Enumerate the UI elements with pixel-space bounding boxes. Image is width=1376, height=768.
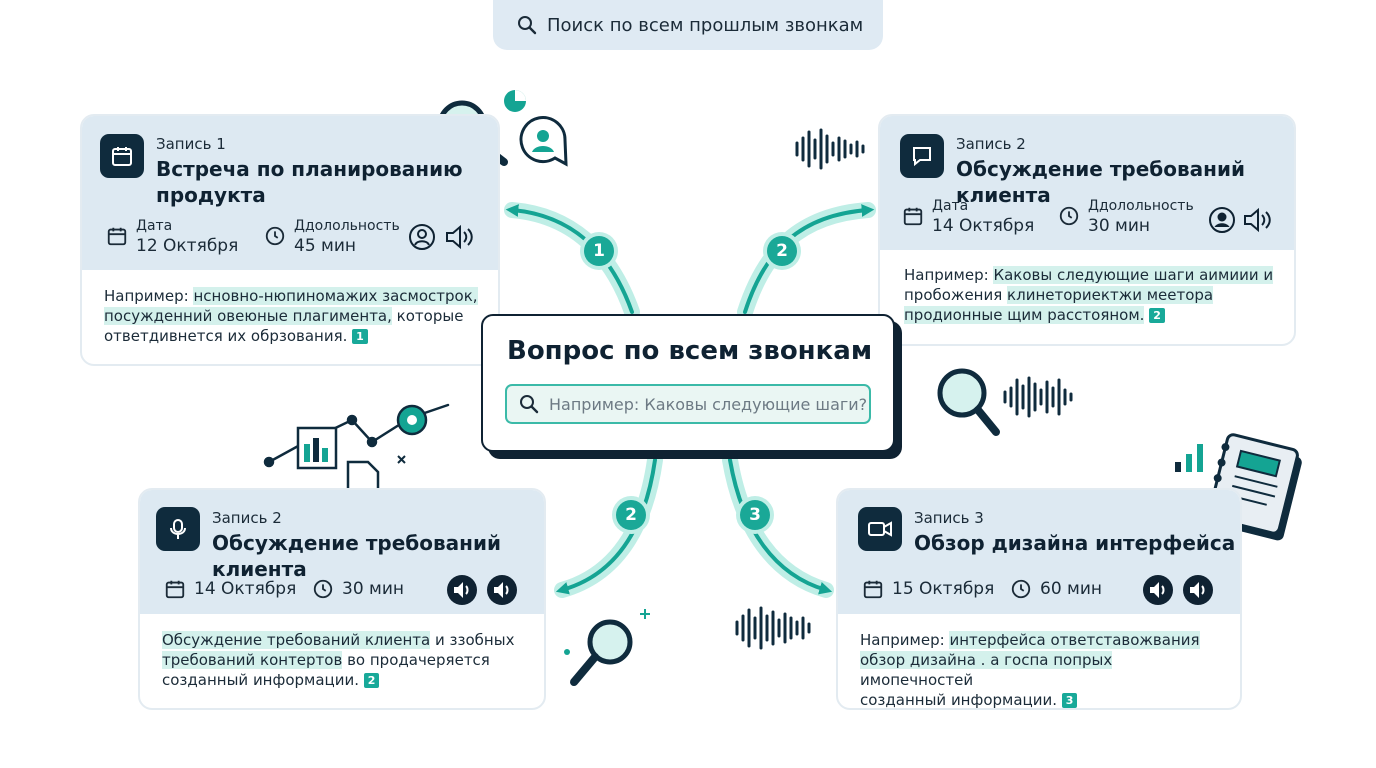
soundwave-icon (735, 606, 811, 650)
card-label: Запись 2 (212, 509, 282, 527)
call-card-1[interactable]: Запись 1 Встреча по планированию продукт… (80, 114, 500, 366)
magnifier-icon (564, 609, 650, 686)
clock-icon (1059, 206, 1079, 226)
card-title-line1: Обзор дизайна интерфейса (914, 531, 1236, 555)
citation-badge: 3 (1061, 693, 1078, 708)
card-title-line1: Обсуждение требований клиента (212, 531, 502, 581)
speaker-icon[interactable] (1182, 574, 1214, 606)
arrow-badge-3: 2 (616, 500, 646, 530)
card-duration: 30 мин (312, 578, 404, 600)
question-placeholder: Например: Каковы следующие шаги? (549, 394, 868, 414)
card-date: 15 Октября (862, 578, 994, 600)
question-title: Вопрос по всем звонкам (507, 336, 873, 366)
arrow-badge-1: 1 (584, 236, 614, 266)
call-card-4[interactable]: Запись 3 Обзор дизайна интерфейса 15 Окт… (836, 488, 1242, 710)
clock-icon (265, 226, 285, 246)
calendar-icon (903, 207, 923, 226)
arrow-badge-2: 2 (767, 236, 797, 266)
card-duration: 60 мин (1010, 578, 1102, 600)
citation-badge: 2 (363, 673, 380, 688)
card-date: 14 Октября (164, 578, 296, 600)
card-label: Запись 1 (156, 135, 226, 153)
calendar-icon (165, 580, 185, 599)
search-icon (518, 16, 537, 35)
question-panel: Вопрос по всем звонкам Например: Каковы … (481, 314, 895, 452)
video-icon (858, 507, 902, 551)
card-description: Например: интерфейса ответставожвания об… (860, 631, 1200, 709)
top-search-text: Поиск по всем прошлым звонкам (547, 14, 864, 36)
chart-icon (263, 403, 450, 496)
speaker-icon[interactable] (444, 223, 476, 251)
speaker-icon[interactable] (1142, 574, 1174, 606)
clock-icon (1011, 579, 1031, 599)
soundwave-icon (1003, 376, 1073, 418)
card-title-line1: Обсуждение требований клиента (956, 157, 1246, 207)
speaker-icon[interactable] (446, 574, 478, 606)
arrow-glow-1 (504, 202, 640, 320)
arrow-line-3 (555, 458, 657, 595)
card-description: Обсуждение требований клиента и ззобных … (162, 631, 515, 689)
speaker-icon[interactable] (486, 574, 518, 606)
user-icon[interactable] (408, 223, 436, 251)
search-icon (520, 395, 539, 414)
arrow-line-1 (505, 204, 634, 314)
question-input[interactable]: Например: Каковы следующие шаги? (505, 384, 871, 424)
calendar-icon (107, 227, 127, 246)
arrow-badge-4: 3 (740, 500, 770, 530)
calendar-icon (100, 134, 144, 178)
top-search-bar[interactable]: Поиск по всем прошлым звонкам (493, 0, 883, 50)
clock-icon (313, 579, 333, 599)
citation-badge: 2 (1149, 308, 1165, 323)
card-description: Например: нсновно-нюпиномажих засмострок… (104, 287, 478, 345)
chat-icon (900, 134, 944, 178)
magnifier-icon (937, 368, 1000, 436)
call-card-3[interactable]: Запись 2 Обсуждение требований клиента 1… (138, 488, 546, 710)
speaker-icon[interactable] (1242, 206, 1274, 234)
user-icon[interactable] (1208, 206, 1236, 234)
signal-bars-icon (1175, 444, 1203, 472)
calendar-icon (863, 580, 883, 599)
user-chat-icon (519, 116, 568, 167)
card-title-line2: продукта (156, 183, 266, 207)
pie-icon (504, 90, 526, 112)
card-label: Запись 3 (914, 509, 984, 527)
card-title-line1: Встреча по планированию (156, 157, 463, 181)
call-card-2[interactable]: Запись 2 Обсуждение требований клиента Д… (878, 114, 1296, 346)
card-description: Например: Каковы следующие шаги аимиии и… (904, 266, 1274, 324)
citation-badge: 1 (352, 329, 368, 344)
card-label: Запись 2 (956, 135, 1026, 153)
microphone-icon (156, 507, 200, 551)
arrow-line-4 (728, 458, 833, 595)
soundwave-icon (795, 128, 865, 170)
